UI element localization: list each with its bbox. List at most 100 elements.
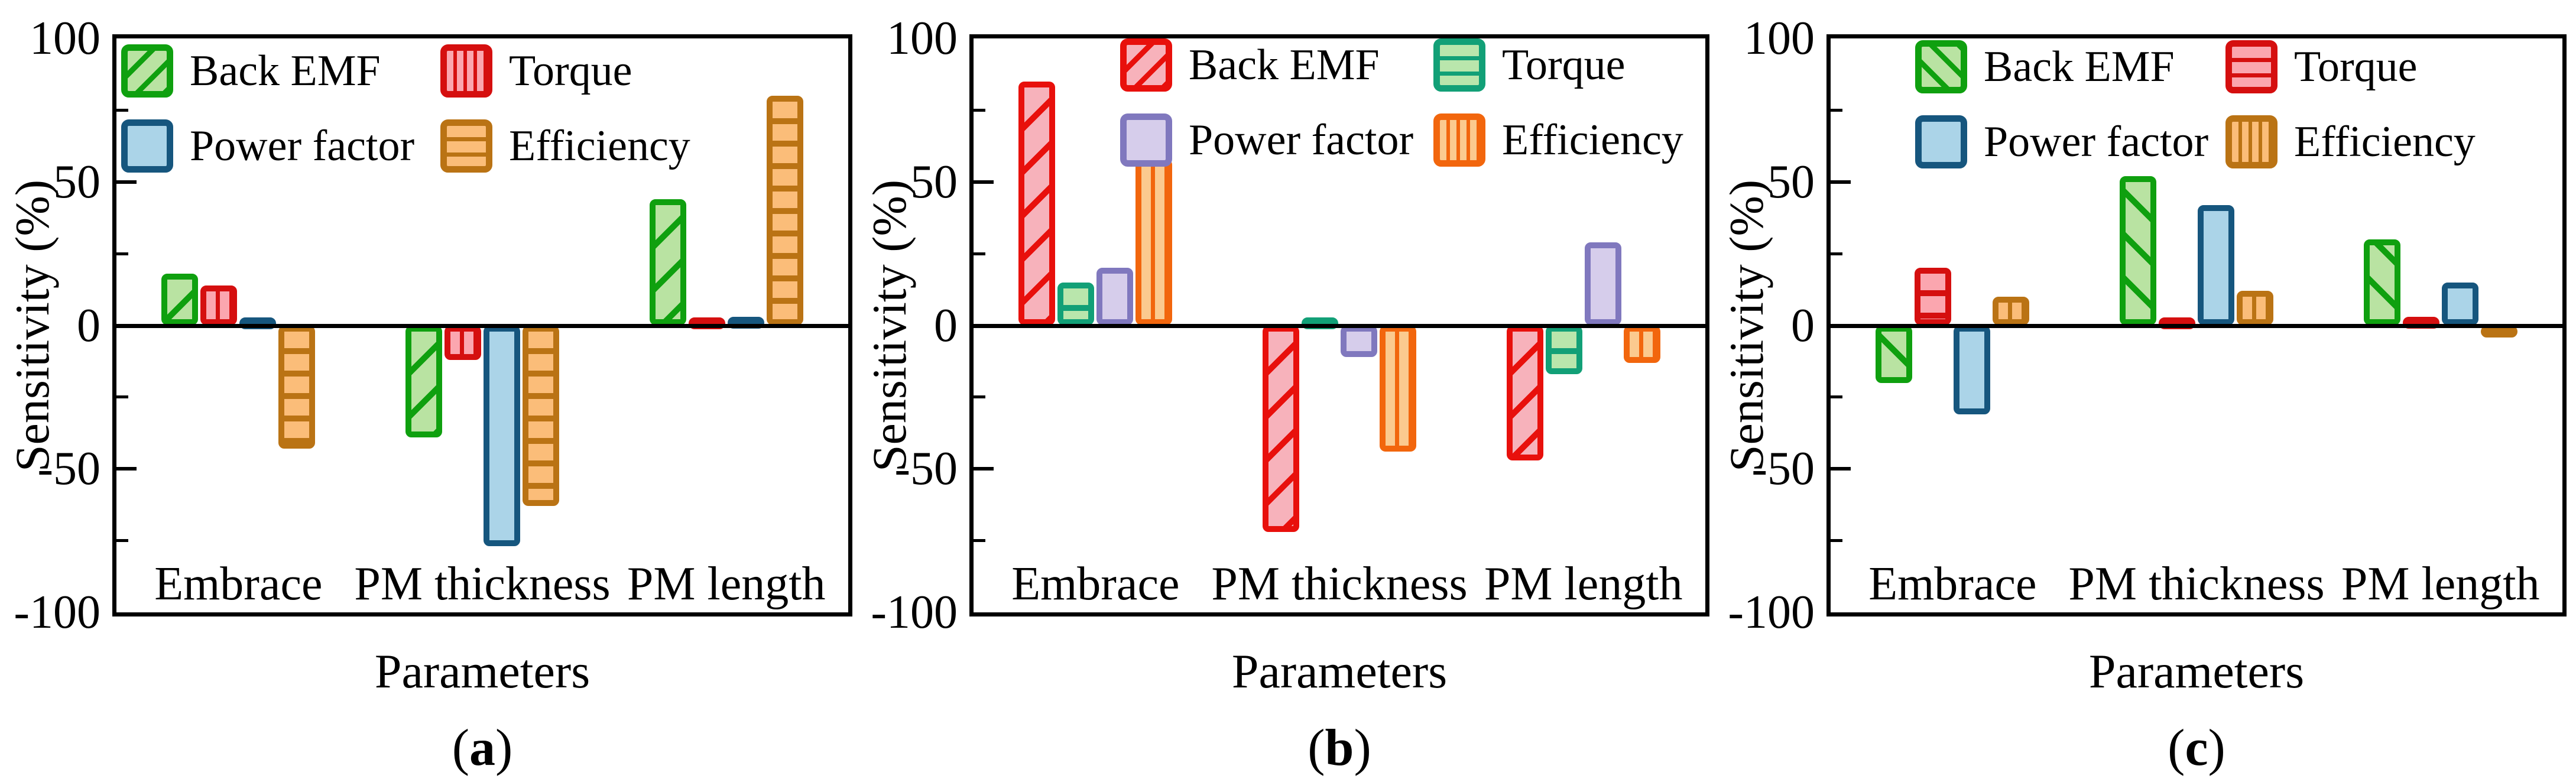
legend-item-torque: Torque	[2225, 40, 2418, 93]
y-axis-tick-label: 100	[1744, 12, 1815, 64]
bar-efficiency-embrace	[278, 325, 316, 449]
bar-torque-pm-length	[1545, 325, 1582, 375]
zero-axis-line	[974, 323, 1705, 328]
y-axis-title: Sensitivity (%)	[862, 179, 916, 472]
legend-label-back-emf: Back EMF	[1189, 41, 1380, 89]
caption-letter: c	[2185, 719, 2208, 777]
y-major-tick	[974, 180, 994, 184]
bar-power-factor-pm-length	[1584, 242, 1621, 326]
bar-power-factor-pm-thickness	[1341, 325, 1377, 357]
y-axis-tick-label: 0	[1791, 299, 1815, 352]
bar-torque-embrace	[200, 285, 238, 326]
x-axis-title: Parameters	[1231, 644, 1448, 698]
y-axis-tick-label: 50	[910, 155, 958, 208]
x-axis-title: Parameters	[2088, 644, 2305, 698]
legend-label-power-factor: Power factor	[190, 122, 415, 170]
x-axis-title: Parameters	[374, 644, 591, 698]
y-minor-tick	[1831, 252, 1842, 255]
legend-swatch-torque-icon	[1433, 38, 1485, 92]
bar-torque-pm-thickness	[445, 325, 481, 360]
plot-area-c	[1826, 34, 2567, 616]
y-minor-tick	[116, 395, 128, 399]
bar-power-factor-pm-thickness	[2198, 205, 2234, 326]
y-axis-tick-label: -50	[1751, 443, 1815, 495]
y-axis-tick-label: 0	[934, 299, 958, 352]
y-minor-tick	[116, 252, 128, 255]
bar-efficiency-pm-thickness	[1380, 325, 1416, 452]
bar-back-emf-pm-length	[2363, 239, 2400, 326]
bar-power-factor-embrace	[1954, 325, 1991, 414]
legend-item-power-factor: Power factor	[1915, 115, 2208, 168]
category-label-embrace: Embrace	[1868, 558, 2037, 610]
y-major-tick	[1831, 467, 1851, 471]
legend-label-back-emf: Back EMF	[1984, 43, 2175, 91]
bar-power-factor-pm-thickness	[484, 325, 520, 547]
plot-area-b	[969, 34, 1709, 616]
y-minor-tick	[116, 108, 128, 112]
y-major-tick	[974, 467, 994, 471]
y-minor-tick	[974, 395, 985, 399]
panel-caption-b: (b)	[1308, 722, 1371, 774]
y-minor-tick	[974, 108, 985, 112]
bar-back-emf-pm-length	[1506, 325, 1543, 460]
bar-efficiency-pm-thickness	[523, 325, 559, 507]
bar-efficiency-embrace	[1993, 296, 2030, 326]
y-axis-title: Sensitivity (%)	[5, 179, 59, 472]
bar-back-emf-embrace	[1018, 81, 1056, 326]
caption-open-paren: (	[452, 719, 469, 777]
caption-letter: b	[1325, 719, 1354, 777]
category-label-pm-length: PM length	[627, 558, 826, 610]
panel-caption-a: (a)	[452, 722, 513, 774]
bar-power-factor-pm-length	[2441, 282, 2478, 326]
caption-close-paren: )	[495, 719, 513, 777]
bar-efficiency-pm-length	[766, 96, 803, 326]
legend-label-torque: Torque	[2294, 43, 2418, 91]
zero-axis-line	[116, 323, 848, 328]
legend-item-power-factor: Power factor	[1120, 113, 1413, 167]
category-label-pm-thickness: PM thickness	[1211, 558, 1468, 610]
legend-item-efficiency: Efficiency	[2225, 115, 2476, 168]
y-minor-tick	[974, 539, 985, 543]
zero-axis-line	[1831, 323, 2562, 328]
legend-swatch-back-emf-icon	[1915, 40, 1967, 93]
caption-letter: a	[469, 719, 495, 777]
y-major-tick	[116, 180, 137, 184]
y-minor-tick	[1831, 539, 1842, 543]
y-axis-tick-label: -100	[1728, 586, 1815, 638]
bar-back-emf-embrace	[161, 274, 199, 326]
y-axis-title: Sensitivity (%)	[1720, 179, 1773, 472]
caption-open-paren: (	[2168, 719, 2185, 777]
bar-back-emf-embrace	[1876, 325, 1913, 383]
bar-back-emf-pm-thickness	[405, 325, 442, 437]
y-axis-tick-label: -100	[871, 586, 958, 638]
y-axis-tick-label: 100	[887, 12, 958, 64]
y-minor-tick	[1831, 395, 1842, 399]
bar-efficiency-pm-length	[2480, 325, 2517, 338]
legend-item-back-emf: Back EMF	[1915, 40, 2175, 93]
legend-swatch-efficiency-icon	[2225, 115, 2277, 168]
legend-item-torque: Torque	[440, 44, 632, 98]
bar-torque-embrace	[1057, 282, 1095, 326]
bar-torque-embrace	[1915, 268, 1952, 326]
y-axis-tick-label: -50	[37, 443, 100, 495]
legend-label-back-emf: Back EMF	[190, 47, 381, 95]
legend-item-back-emf: Back EMF	[1120, 38, 1380, 92]
legend-item-back-emf: Back EMF	[121, 44, 381, 98]
y-minor-tick	[1831, 108, 1842, 112]
bar-efficiency-pm-length	[1623, 325, 1660, 363]
category-label-pm-thickness: PM thickness	[354, 558, 611, 610]
category-label-embrace: Embrace	[154, 558, 323, 610]
category-label-pm-length: PM length	[2341, 558, 2540, 610]
caption-close-paren: )	[2208, 719, 2225, 777]
legend-item-torque: Torque	[1433, 38, 1626, 92]
panel-caption-c: (c)	[2168, 722, 2225, 774]
category-label-pm-thickness: PM thickness	[2068, 558, 2325, 610]
category-label-pm-length: PM length	[1484, 558, 1683, 610]
legend-swatch-back-emf-icon	[1120, 38, 1172, 92]
bar-efficiency-pm-thickness	[2237, 291, 2273, 326]
category-label-embrace: Embrace	[1011, 558, 1180, 610]
bar-efficiency-embrace	[1135, 158, 1173, 326]
